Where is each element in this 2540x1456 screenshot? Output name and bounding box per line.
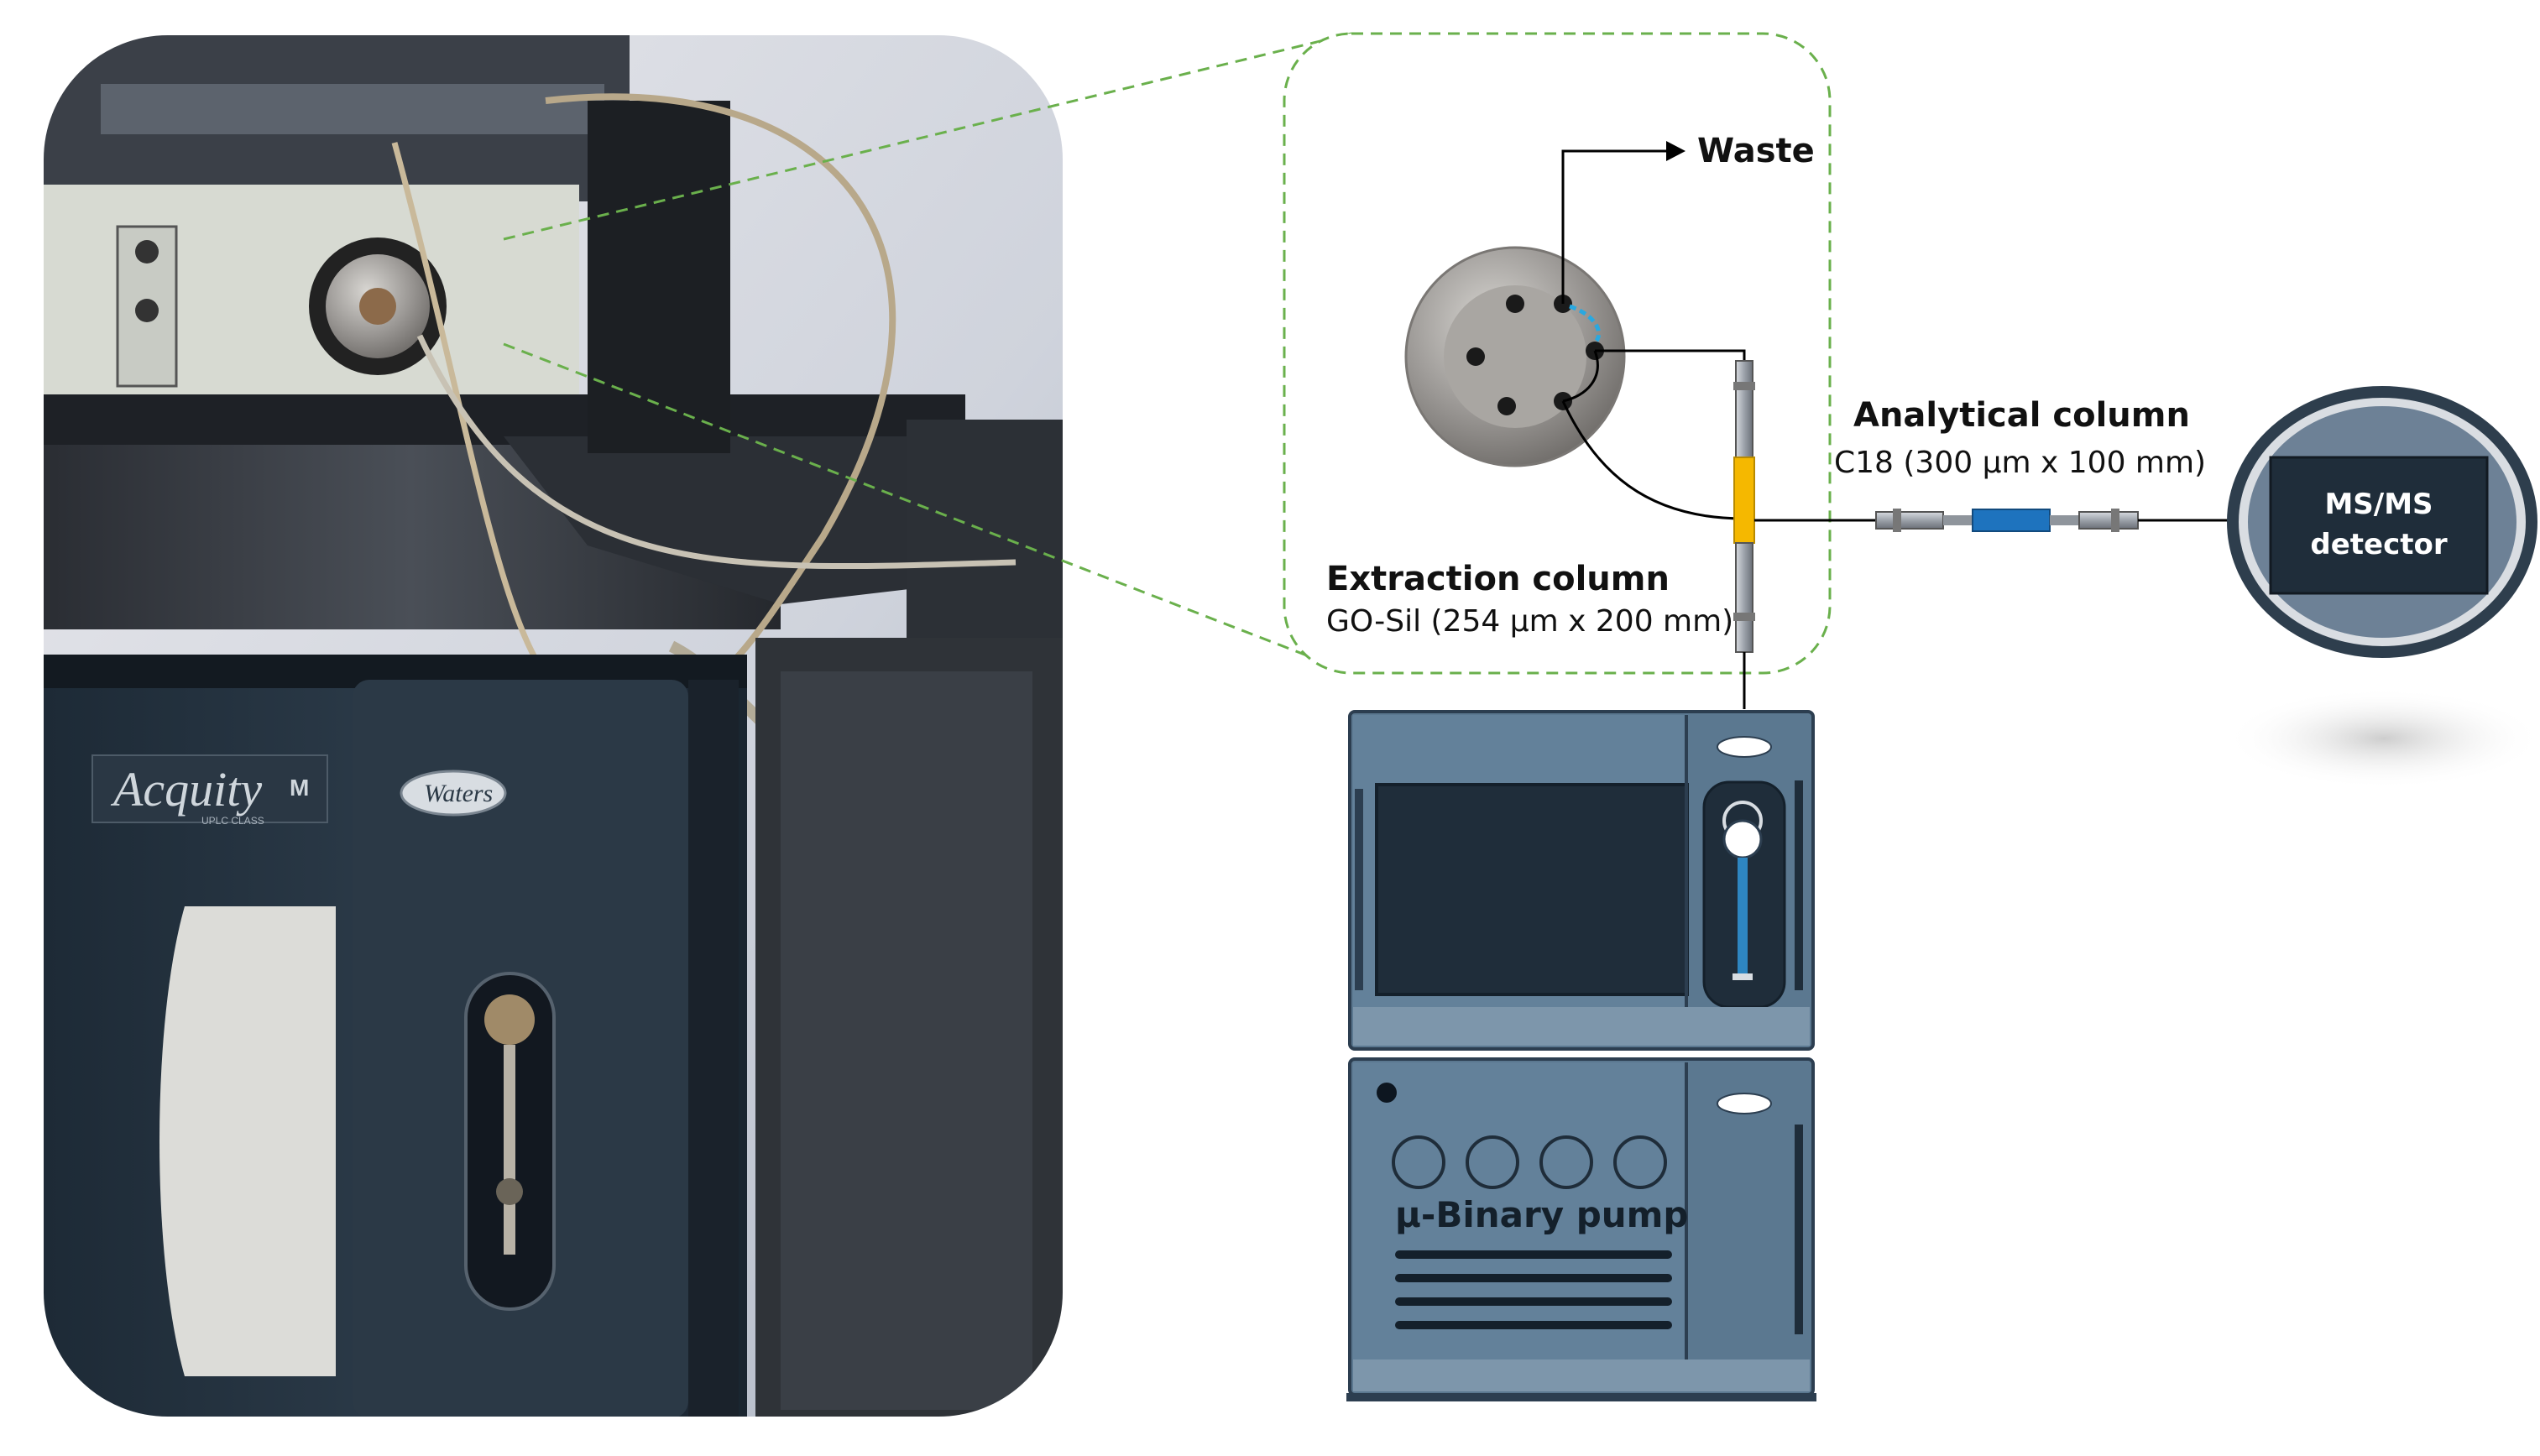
pump-power-led xyxy=(1377,1083,1397,1103)
extraction-column-title: Extraction column xyxy=(1326,560,1670,598)
valve-to-tee-line xyxy=(1561,400,1745,520)
uplc-system: µ-Binary pump xyxy=(1346,710,1816,1401)
pump-vent-slot-4 xyxy=(1395,1321,1672,1329)
acquity-brand-text: Acquity xyxy=(110,762,262,817)
waste-line xyxy=(1561,141,1685,304)
valve-port-4 xyxy=(1497,397,1516,415)
pump-solvent-port-1 xyxy=(1392,1135,1445,1189)
waters-logo-text: Waters xyxy=(424,780,493,807)
detector-label-line1: MS/MS xyxy=(2324,488,2433,521)
analytical-column xyxy=(1875,509,2139,532)
valve-port-5 xyxy=(1466,347,1485,366)
extraction-column-detail: GO-Sil (254 µm x 200 mm) xyxy=(1326,604,1733,639)
pump-vent-slot-1 xyxy=(1395,1250,1672,1259)
pump-solvent-port-3 xyxy=(1539,1135,1593,1189)
valve-flow-arrow xyxy=(1569,304,1602,342)
pump-vent-slot-2 xyxy=(1395,1274,1672,1282)
msms-detector: MS/MS detector xyxy=(2227,386,2537,658)
instrument-photo: Acquity M UPLC CLASS Waters xyxy=(42,34,1064,1418)
photo-frame xyxy=(40,32,1066,1420)
pump-vent-slot-3 xyxy=(1395,1297,1672,1306)
pump-solvent-port-2 xyxy=(1466,1135,1519,1189)
extraction-column xyxy=(1733,360,1755,653)
pump-solvent-port-4 xyxy=(1613,1135,1667,1189)
valve-to-column-line xyxy=(1595,349,1746,361)
six-port-valve-icon xyxy=(1404,246,1626,467)
extraction-column-packing xyxy=(1733,457,1755,544)
detector-shadow xyxy=(2224,688,2540,789)
analytical-column-detail: C18 (300 µm x 100 mm) xyxy=(1834,446,2206,480)
pump-label: µ-Binary pump xyxy=(1395,1194,1689,1235)
waste-label: Waste xyxy=(1697,132,1815,170)
arrow-right-icon xyxy=(1666,141,1685,161)
acquity-brand-suffix: M xyxy=(290,775,309,801)
analytical-column-title: Analytical column xyxy=(1853,396,2190,435)
detector-label-line2: detector xyxy=(2310,528,2447,561)
autosampler-module xyxy=(1348,710,1815,1051)
acquity-brand-subtext: UPLC CLASS xyxy=(201,815,264,827)
valve-port-6 xyxy=(1506,295,1524,313)
analytical-column-packing xyxy=(1972,509,2051,532)
binary-pump-module: µ-Binary pump xyxy=(1346,1057,1816,1401)
